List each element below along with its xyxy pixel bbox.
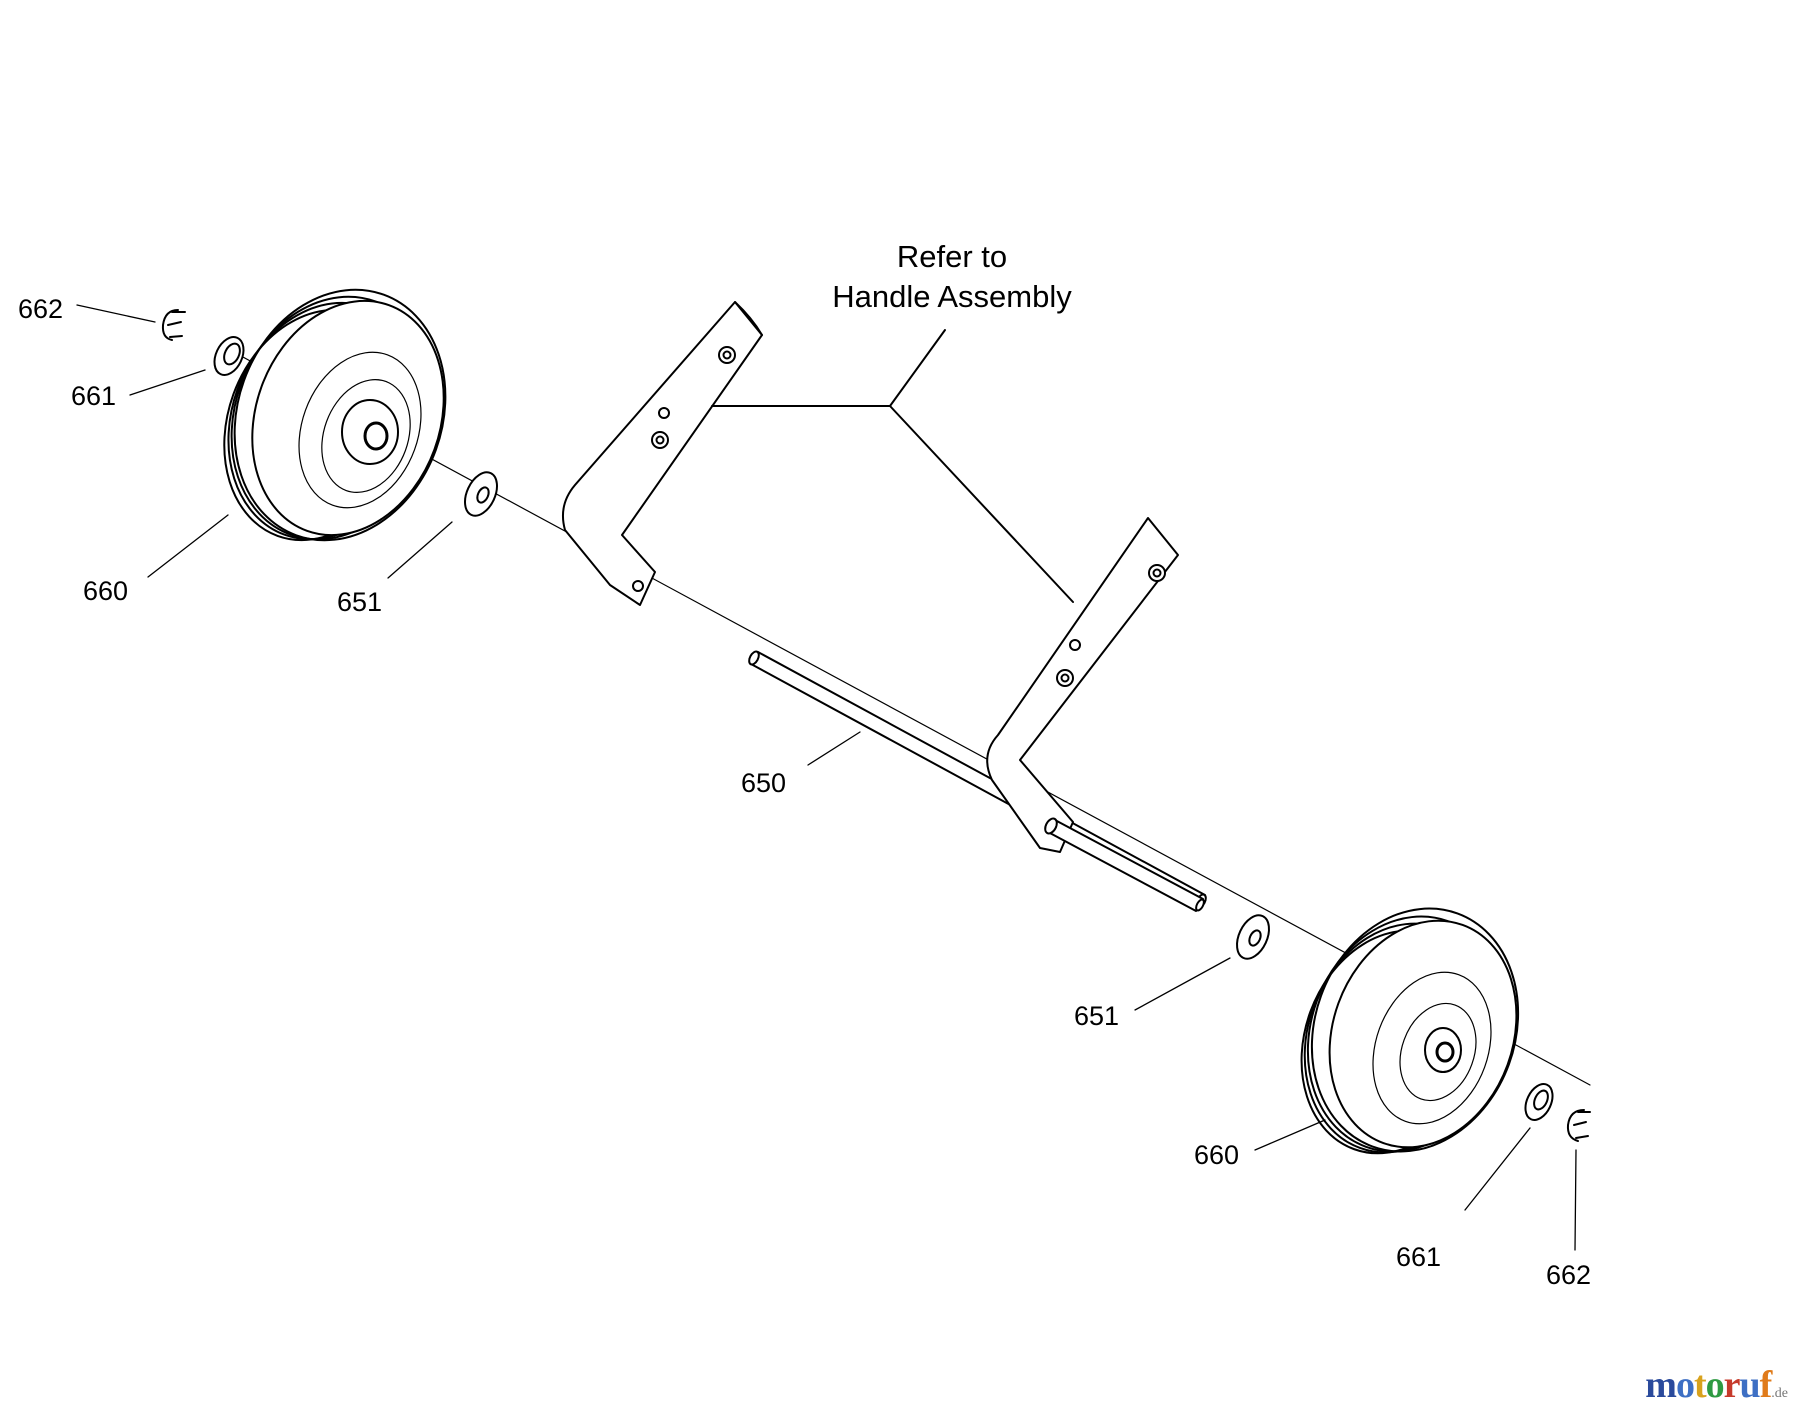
washer-left [464,471,498,517]
part-label-662-right: 662 [1546,1260,1591,1290]
callout-line-2: Handle Assembly [832,279,1072,314]
callout-leader [711,329,1074,603]
left-wheel [223,288,447,542]
callout-line-1: Refer to [897,239,1007,274]
watermark-letter: r [1723,1364,1741,1406]
watermark-letter: u [1739,1364,1760,1406]
part-label-660-left: 660 [83,576,128,606]
wave-washer-right [1524,1083,1554,1121]
watermark-letter: f [1759,1364,1773,1406]
part-label-661-left: 661 [71,381,116,411]
watermark-tld: .de [1771,1386,1788,1401]
e-clip-left [161,309,186,341]
axle-rod-end [1044,817,1205,912]
washer-right [1236,914,1270,960]
part-label-662-left: 662 [18,294,63,324]
wave-washer-left [213,336,245,376]
watermark-logo: motoruf.de [1645,1363,1788,1407]
leader-lines [76,304,1577,1251]
left-handle-bracket [562,301,763,606]
part-label-660-right: 660 [1194,1140,1239,1170]
watermark-letter: o [1705,1364,1725,1406]
e-clip-right [1566,1109,1591,1142]
part-label-651-left: 651 [337,587,382,617]
part-label-651-right: 651 [1074,1001,1119,1031]
part-label-661-right: 661 [1396,1242,1441,1272]
part-label-650: 650 [741,768,786,798]
watermark-letter: t [1693,1364,1707,1406]
watermark-text: motoruf [1645,1364,1773,1406]
right-wheel [1300,907,1520,1155]
watermark-letter: m [1645,1364,1677,1406]
right-handle-bracket [986,517,1179,853]
watermark-letter: o [1675,1364,1695,1406]
